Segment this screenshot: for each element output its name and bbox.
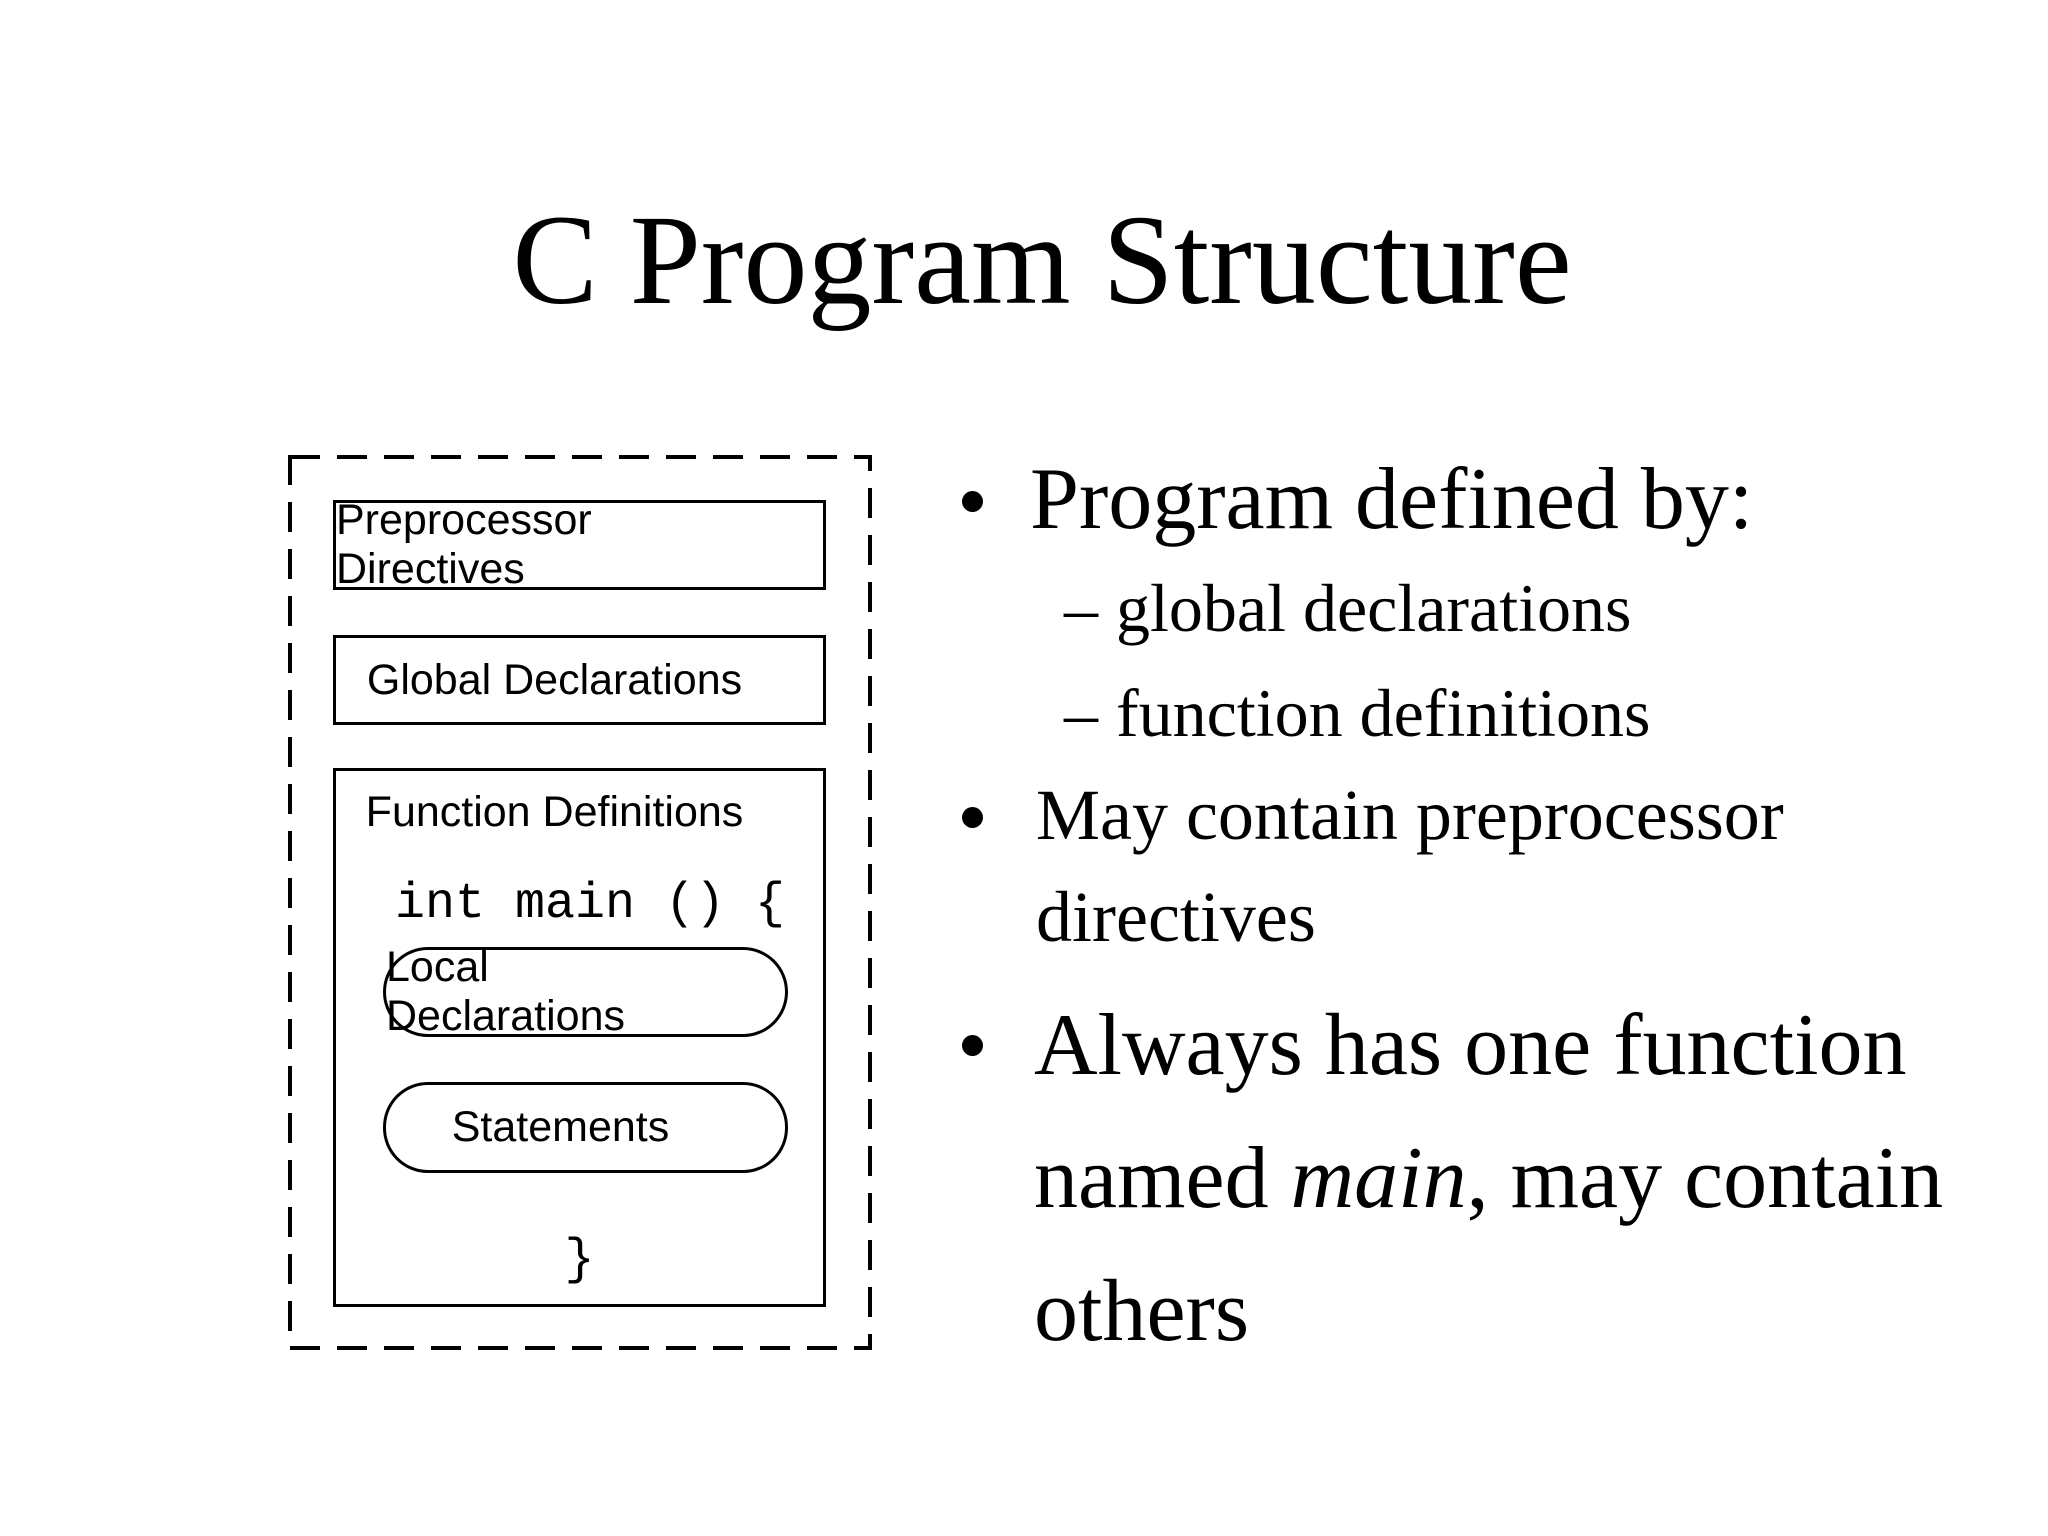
bullet-program-defined-by: Program defined by: bbox=[1030, 451, 1754, 548]
statements-label: Statements bbox=[451, 1103, 670, 1151]
bullet-3-line-2-post: , may contain bbox=[1466, 1130, 1944, 1227]
global-declarations-label: Global Declarations bbox=[366, 655, 743, 704]
program-outline-dashed-box bbox=[288, 455, 872, 1350]
dashed-rect bbox=[288, 455, 872, 1350]
function-definitions-label: Function Definitions bbox=[365, 788, 744, 836]
int-main-code-line: int main () { bbox=[395, 876, 786, 933]
global-declarations-box: Global Declarations bbox=[333, 635, 826, 725]
bullet-2-line-1: May contain preprocessor bbox=[1036, 775, 1784, 855]
bullet-dot-1 bbox=[962, 491, 983, 512]
local-declarations-label: Local Declarations bbox=[386, 943, 625, 1040]
bullet-dot-3 bbox=[962, 1035, 983, 1056]
sub-bullet-global-declarations-label: global declarations bbox=[1116, 570, 1632, 646]
closing-brace: } bbox=[564, 1232, 595, 1289]
function-definitions-box bbox=[333, 768, 826, 1307]
local-declarations-box: Local Declarations bbox=[383, 943, 788, 1040]
bullet-3-line-2-pre: named bbox=[1034, 1130, 1291, 1227]
bullet-3-main-italic: main bbox=[1290, 1130, 1467, 1227]
statements-box: Statements bbox=[383, 1082, 788, 1173]
bullet-2-line-2: directives bbox=[1036, 877, 1316, 957]
bullet-3-line-3: others bbox=[1034, 1263, 1250, 1360]
preprocessor-directives-label: Preprocessor Directives bbox=[336, 496, 592, 593]
bullet-3-line-2: named main, may contain bbox=[1034, 1112, 1943, 1245]
sub-bullet-dash-1: – bbox=[1064, 570, 1098, 646]
sub-bullet-function-definitions-label: function definitions bbox=[1116, 675, 1651, 751]
preprocessor-directives-box: Preprocessor Directives bbox=[333, 496, 826, 593]
page-title: C Program Structure bbox=[512, 189, 1572, 331]
sub-bullet-dash-2: – bbox=[1064, 675, 1098, 751]
bullet-may-contain-preprocessor: May contain preprocessor directives bbox=[1036, 764, 1784, 968]
bullet-dot-2 bbox=[962, 807, 983, 828]
sub-bullet-function-definitions: –function definitions bbox=[1064, 676, 1650, 751]
sub-bullet-global-declarations: –global declarations bbox=[1064, 571, 1631, 646]
bullet-3-line-1: Always has one function bbox=[1034, 997, 1907, 1094]
bullet-always-has-main: Always has one function named main, may … bbox=[1034, 979, 1943, 1378]
